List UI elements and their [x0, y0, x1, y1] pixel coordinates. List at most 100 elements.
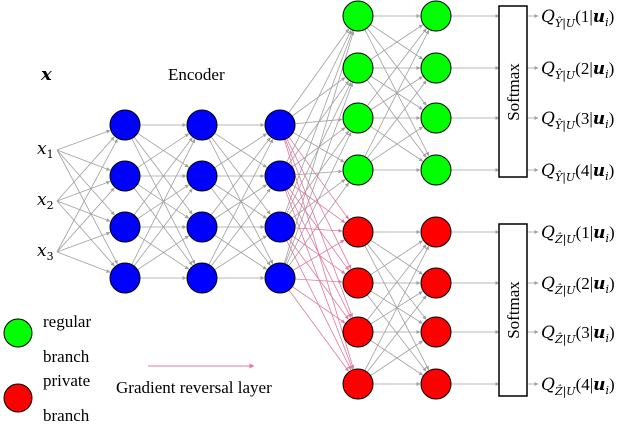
input-vector-label: x	[40, 64, 52, 85]
encoder-node	[264, 109, 296, 141]
edge	[357, 29, 430, 171]
private-branch-node	[420, 216, 452, 248]
private-branch-node	[342, 216, 374, 248]
encoder-node	[264, 211, 296, 243]
encoder-node	[186, 109, 218, 141]
edge	[201, 188, 271, 279]
output-label-regular-2: QŶ|U(2|ui)	[541, 59, 614, 83]
edge	[357, 28, 427, 119]
outputs-bottom: QẐ|U(1|ui)QẐ|U(2|ui)QẐ|U(3|ui)QẐ|U(4|ui)	[541, 223, 615, 399]
edge	[56, 231, 111, 253]
edge	[124, 188, 193, 279]
reversal-edge	[279, 175, 349, 271]
encoder-node	[109, 211, 141, 243]
reversal-edge	[279, 226, 349, 320]
edge	[357, 295, 427, 385]
reversal-edge	[279, 175, 353, 370]
regular-branch-node	[342, 154, 374, 186]
edge	[56, 129, 111, 151]
regular-branch-node	[342, 102, 374, 134]
reversal-edge	[279, 124, 353, 318]
edge	[56, 149, 115, 216]
private-branch-node	[342, 267, 374, 299]
encoder-label: Encoder	[168, 65, 225, 84]
edge	[357, 245, 430, 385]
private-branch-node	[420, 368, 452, 400]
input-label-x1: x1	[37, 139, 54, 161]
reversal-edge	[279, 124, 355, 370]
output-label-regular-4: QŶ|U(4|ui)	[541, 161, 614, 185]
encoder-node	[186, 262, 218, 294]
regular-branch-node	[420, 154, 452, 186]
edge	[279, 130, 350, 228]
legend-regular-line1: regular	[43, 312, 91, 331]
edge	[357, 15, 430, 157]
encoder-node	[109, 160, 141, 192]
edge	[56, 200, 115, 267]
encoder-node	[264, 160, 296, 192]
edge-layer	[56, 14, 539, 386]
edge	[201, 124, 274, 265]
edge	[124, 137, 193, 228]
edge	[279, 28, 350, 126]
edge	[201, 124, 271, 215]
regular-branch-node	[342, 0, 374, 32]
edge	[124, 124, 196, 265]
regular-branch-node	[420, 102, 452, 134]
edge	[201, 138, 274, 279]
reversal-edge	[279, 175, 352, 319]
edge	[357, 231, 430, 371]
edge	[56, 138, 118, 253]
edge	[279, 30, 352, 177]
edge	[279, 132, 352, 279]
edge	[357, 282, 427, 372]
output-label-regular-3: QŶ|U(3|ui)	[541, 109, 614, 133]
legend-private-node	[3, 383, 33, 413]
output-label-private-2: QẐ|U(2|ui)	[541, 274, 615, 298]
edge	[56, 149, 111, 171]
node-layer	[109, 0, 452, 400]
softmax-box-bottom	[498, 223, 528, 397]
regular-branch-node	[420, 0, 452, 32]
regular-branch-node	[420, 52, 452, 84]
output-label-private-4: QẐ|U(4|ui)	[541, 375, 615, 399]
edge	[357, 80, 427, 171]
regular-branch-node	[342, 52, 374, 84]
private-branch-node	[420, 267, 452, 299]
input-label-x3: x3	[37, 241, 54, 263]
edge	[56, 187, 115, 253]
encoder-node	[264, 262, 296, 294]
encoder-node	[109, 262, 141, 294]
reversal-edge	[279, 124, 352, 270]
output-label-private-3: QẐ|U(3|ui)	[541, 323, 615, 347]
edge	[357, 244, 427, 333]
edge	[56, 251, 111, 273]
reversal-edge	[279, 277, 349, 372]
edge	[56, 136, 115, 202]
edge	[279, 80, 349, 177]
encoder-node	[186, 160, 218, 192]
legend-regular-node	[3, 318, 33, 348]
legend-private-line1: private	[43, 371, 90, 390]
edge	[56, 149, 118, 265]
edge	[124, 175, 193, 266]
legend-regular-line2: branch	[43, 347, 90, 366]
edge	[201, 175, 271, 266]
output-label-regular-1: QŶ|U(1|ui)	[541, 7, 614, 31]
edge	[357, 67, 427, 158]
edge	[279, 82, 354, 279]
softmax-label-bottom: Softmax	[504, 281, 523, 339]
input-label-x2: x2	[37, 190, 54, 212]
encoder-node	[186, 211, 218, 243]
edge	[357, 231, 427, 320]
edge	[279, 30, 354, 228]
edge	[279, 30, 355, 279]
edge	[124, 124, 193, 215]
softmax-box-top	[498, 5, 528, 178]
encoder-node	[109, 109, 141, 141]
edge	[201, 137, 271, 228]
gradient-reversal-label: Gradient reversal layer	[116, 378, 272, 397]
legend-private-line2: branch	[43, 406, 90, 425]
private-branch-node	[342, 316, 374, 348]
